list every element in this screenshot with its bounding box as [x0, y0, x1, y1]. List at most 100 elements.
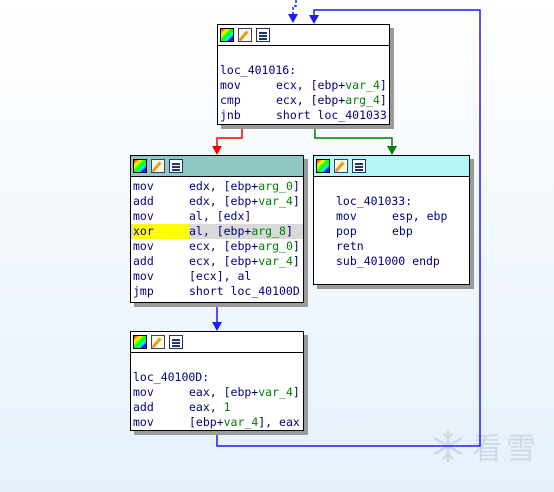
operand: al, [ebp+ — [189, 224, 252, 238]
mnemonic: add — [133, 194, 154, 208]
color-icon[interactable] — [316, 159, 330, 173]
operand: ecx, [ebp+ — [276, 93, 346, 107]
graph-icon[interactable] — [352, 159, 366, 173]
mnemonic: sub_401000 endp — [336, 254, 440, 268]
instruction-line[interactable]: pop ebp — [334, 224, 469, 239]
instruction-line[interactable]: mov edx, [ebp+arg_0] — [131, 179, 303, 194]
operand: ] — [292, 254, 300, 268]
operand: esp, ebp — [392, 209, 448, 223]
mnemonic: add — [133, 400, 154, 414]
mnemonic: mov — [133, 179, 154, 193]
mnemonic: mov — [133, 209, 154, 223]
graph-icon[interactable] — [169, 335, 183, 349]
instruction-line[interactable]: mov al, [edx] — [131, 209, 303, 224]
instruction-line[interactable]: mov[ebp+var_4], eax — [131, 415, 303, 430]
code-label[interactable]: loc_401033: — [334, 194, 469, 209]
variable-operand: arg_0 — [258, 239, 293, 253]
variable-operand: var_4 — [223, 415, 259, 429]
variable-operand: arg_0 — [258, 179, 293, 193]
variable-operand: var_4 — [345, 78, 380, 92]
node-toolbar — [131, 332, 303, 353]
operand: ecx, [ebp+ — [189, 254, 259, 268]
operand: ] — [292, 239, 300, 253]
edge-entry-arrow — [288, 14, 298, 23]
operand: ebp — [392, 224, 413, 238]
blank-line — [334, 179, 469, 194]
variable-operand: arg_8 — [251, 224, 286, 238]
label-text: loc_401033: — [336, 194, 413, 208]
operand: eax, [ebp+ — [189, 385, 259, 399]
rename-icon[interactable] — [151, 159, 165, 173]
edge-false-branch — [216, 124, 243, 150]
code-label[interactable]: loc_40100D: — [131, 370, 303, 385]
operand: edx, [ebp+ — [189, 179, 259, 193]
mnemonic: jmp — [133, 284, 154, 298]
variable-operand: arg_4 — [345, 93, 380, 107]
operand: short loc_40100D — [189, 284, 300, 298]
color-icon[interactable] — [220, 28, 234, 42]
operand: ], eax — [258, 415, 300, 429]
instruction-line[interactable]: mov[ecx], al — [131, 269, 303, 284]
variable-operand: var_4 — [258, 385, 293, 399]
edge-loop-arrow — [309, 15, 319, 24]
color-icon[interactable] — [133, 335, 147, 349]
code-label[interactable]: loc_401016: — [218, 63, 389, 78]
node-toolbar — [131, 156, 303, 177]
mnemonic: pop — [336, 224, 357, 238]
instruction-line[interactable]: sub_401000 endp — [334, 254, 469, 269]
instruction-line[interactable]: mov eax, [ebp+var_4] — [131, 385, 303, 400]
mnemonic: add — [133, 254, 154, 268]
operand: ] — [285, 224, 293, 238]
blank-line — [218, 48, 389, 63]
edge-true-arrow — [387, 146, 397, 155]
variable-operand: var_4 — [258, 194, 293, 208]
node-body: loc_401016:mov ecx, [ebp+var_4] cmp ecx, [e… — [218, 46, 389, 127]
mnemonic: mov — [133, 239, 154, 253]
color-icon[interactable] — [133, 159, 147, 173]
mnemonic: retn — [336, 239, 364, 253]
node-loc-401016[interactable]: loc_401016:mov ecx, [ebp+var_4] cmp ecx, [e… — [217, 24, 390, 125]
instruction-line[interactable]: mov ecx, [ebp+arg_0] — [131, 239, 303, 254]
instruction-line[interactable]: add ecx, [ebp+var_4] — [131, 254, 303, 269]
operand: al, [edx] — [189, 209, 252, 223]
edge-true-branch — [314, 124, 393, 150]
node-toolbar — [314, 156, 469, 177]
operand: eax, — [189, 400, 224, 414]
mnemonic: cmp — [220, 93, 241, 107]
mnemonic: mov — [220, 78, 241, 92]
graph-icon[interactable] — [169, 159, 183, 173]
operand: ] — [292, 385, 300, 399]
instruction-line[interactable]: jmp short loc_40100D — [131, 284, 303, 299]
mnemonic: xor — [133, 224, 189, 239]
operand: ecx, [ebp+ — [189, 239, 259, 253]
label-text: loc_401016: — [220, 63, 297, 77]
rename-icon[interactable] — [238, 28, 252, 42]
graph-icon[interactable] — [256, 28, 270, 42]
operand: ecx, [ebp+ — [276, 78, 346, 92]
mnemonic: mov — [133, 385, 154, 399]
instruction-line[interactable]: retn — [334, 239, 469, 254]
instruction-line[interactable]: add edx, [ebp+var_4] — [131, 194, 303, 209]
operand: [ecx], al — [189, 269, 252, 283]
rename-icon[interactable] — [334, 159, 348, 173]
operand: edx, [ebp+ — [189, 194, 259, 208]
instruction-line[interactable]: mov ecx, [ebp+var_4] — [218, 78, 389, 93]
rename-icon[interactable] — [151, 335, 165, 349]
operand: ] — [292, 194, 300, 208]
operand: ] — [292, 179, 300, 193]
label-text: loc_40100D: — [133, 370, 210, 384]
variable-operand: var_4 — [258, 254, 293, 268]
edge-false-arrow — [212, 146, 222, 155]
operand: ] — [379, 78, 387, 92]
mnemonic: jnb — [220, 108, 241, 122]
